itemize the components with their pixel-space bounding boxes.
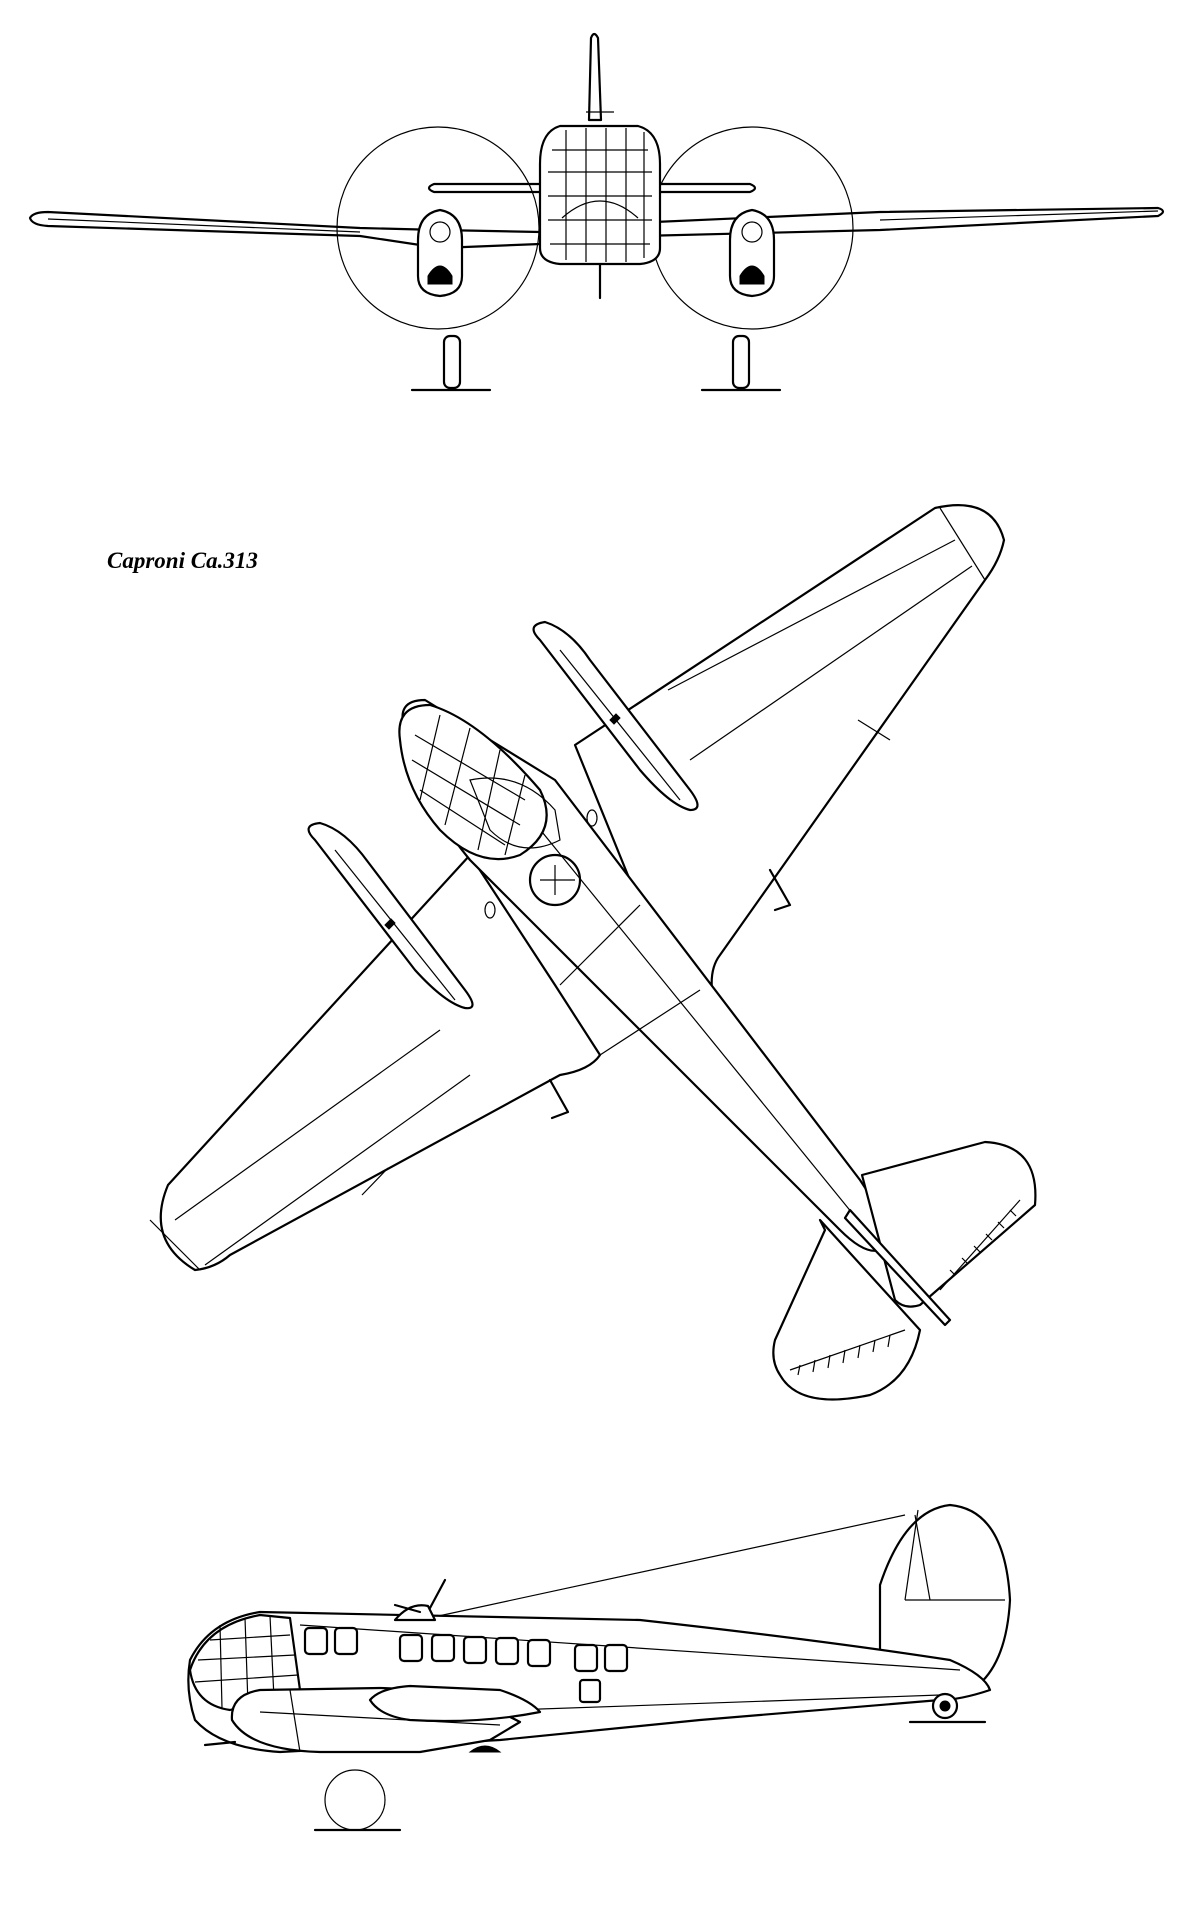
fin — [587, 32, 603, 122]
cabin-windows — [303, 1626, 629, 1704]
elevator-hatching-left — [789, 1329, 906, 1376]
glazed-nose-side — [188, 1613, 302, 1712]
left-engine-nacelle-top — [307, 821, 474, 1010]
tailplane — [427, 182, 757, 194]
right-main-gear — [731, 334, 751, 390]
left-tailplane — [772, 1218, 922, 1401]
aircraft-title: Caproni Ca.313 — [107, 548, 258, 573]
nose-glazing-top — [411, 714, 526, 856]
fin-top — [843, 1208, 952, 1327]
propeller-disc-side — [324, 1769, 386, 1831]
right-tailplane — [860, 1140, 1037, 1308]
top-view — [149, 504, 1037, 1401]
front-view — [28, 32, 1165, 392]
right-wing — [573, 504, 1006, 992]
left-main-gear — [442, 334, 462, 390]
glazed-nose — [398, 703, 548, 861]
nose-glazing — [548, 128, 652, 262]
nose-glazing-side — [194, 1615, 299, 1709]
main-wheel — [468, 1745, 502, 1753]
elevator-hatching-right — [939, 1199, 1021, 1291]
dorsal-turret — [528, 853, 582, 907]
wing — [28, 206, 1165, 250]
fuselage-nose — [538, 124, 662, 266]
left-wing — [159, 853, 602, 1272]
dorsal-turret-side — [393, 1604, 437, 1622]
cockpit-canopy — [469, 777, 561, 849]
side-view — [187, 1503, 1012, 1832]
wing-side — [368, 1684, 542, 1723]
